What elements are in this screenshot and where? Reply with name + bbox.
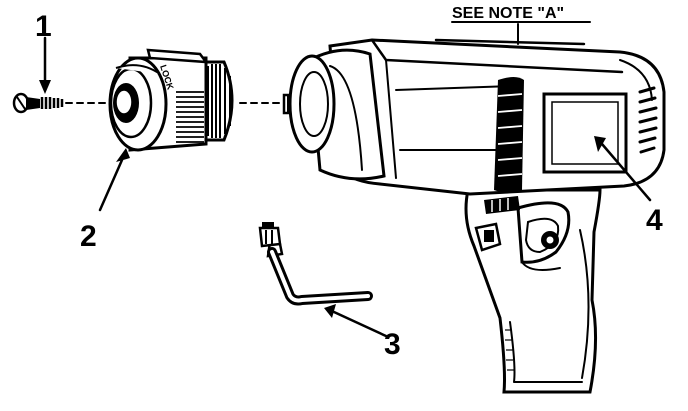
screw-part [12,92,109,114]
chuck-key-part [258,222,373,306]
leader-arrow-2 [98,148,130,212]
leader-arrow-3 [324,304,388,338]
note-leader [451,21,591,45]
part-label-1: 1 [35,10,52,43]
chuck-part: LOCK [108,48,283,152]
part-label-4: 4 [646,204,663,237]
see-note-a: SEE NOTE "A" [452,5,564,22]
part-label-2: 2 [80,220,97,253]
part-label-3: 3 [384,328,401,361]
drill-body-part [282,38,666,394]
leader-arrow-1 [39,36,51,94]
drill-grip-band [494,77,524,193]
leader-arrow-4 [594,136,652,202]
